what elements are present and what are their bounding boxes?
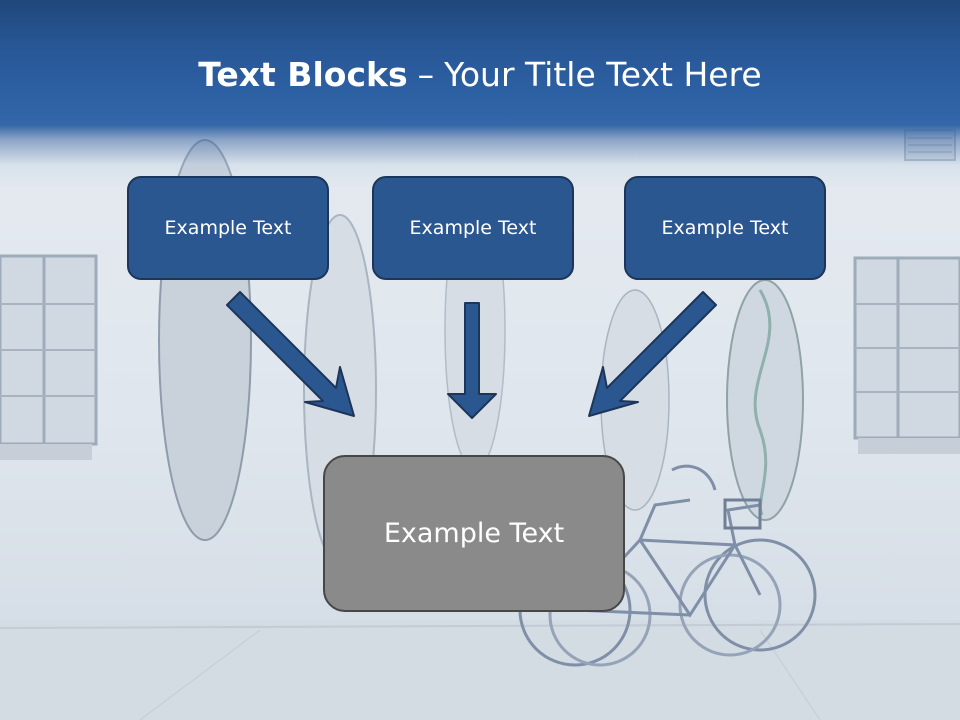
arrow-down-right-icon: [226, 291, 355, 417]
title-rest-text: Your Title Text Here: [444, 55, 762, 94]
title-bold-text: Text Blocks: [198, 55, 408, 94]
surfboard: [726, 279, 804, 521]
text-block-3[interactable]: Example Text: [624, 176, 826, 280]
sidewalk-crack: [139, 629, 261, 720]
arrow-down-left-icon: [588, 291, 717, 417]
arrow-down-icon: [447, 302, 497, 419]
window-right: [853, 256, 960, 454]
title-separator: –: [417, 55, 435, 94]
slide-title: Text Blocks–Your Title Text Here: [0, 52, 960, 98]
surfboard-stripe: [753, 289, 772, 516]
sidewalk: [0, 620, 960, 720]
target-text-block[interactable]: Example Text: [323, 455, 625, 612]
window-left: [0, 254, 98, 460]
text-block-label: Example Text: [409, 217, 537, 239]
title-band: [0, 0, 960, 190]
curb-line: [0, 623, 960, 629]
text-block-2[interactable]: Example Text: [372, 176, 574, 280]
sidewalk-crack: [759, 629, 821, 720]
target-text-block-label: Example Text: [383, 518, 565, 549]
text-block-1[interactable]: Example Text: [127, 176, 329, 280]
text-block-label: Example Text: [164, 217, 292, 239]
text-block-label: Example Text: [661, 217, 789, 239]
